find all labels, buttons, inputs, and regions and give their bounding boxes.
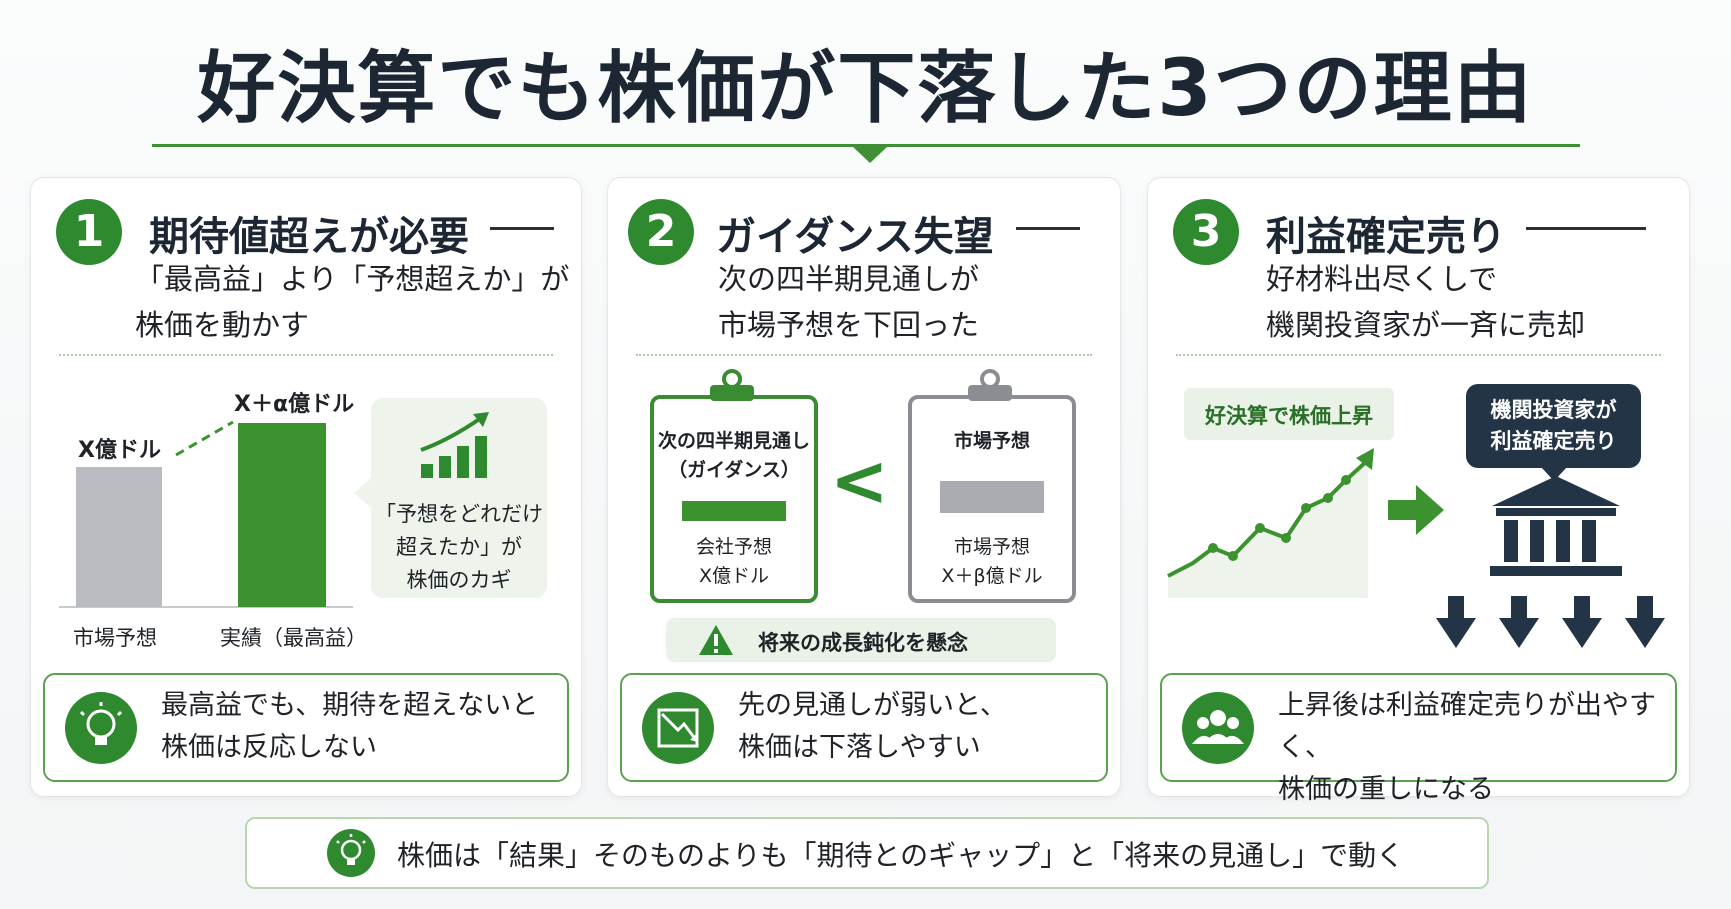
bar-actual-result: [238, 423, 326, 607]
selling-arrows: [1436, 596, 1665, 648]
callout-line-1: 「予想をどれだけ: [375, 502, 543, 526]
down-arrow-icon: [1499, 596, 1539, 648]
people-icon: [1182, 692, 1254, 764]
card-subtitle-1-line-2: 株価を動かす: [135, 308, 310, 342]
rise-label: 好決算で株価上昇: [1205, 404, 1373, 428]
title-dash-2: [1016, 227, 1080, 230]
bar-value-label-2: X＋α億ドル: [234, 392, 355, 417]
institution-label-box: 機関投資家が 利益確定売り: [1466, 384, 1641, 481]
summary-box-1: 最高益でも、期待を超えないと 株価は反応しない: [43, 673, 569, 782]
callout-pointer: [354, 478, 371, 508]
card-number-1: 1: [56, 199, 122, 265]
summary-2-line-2: 株価は下落しやすい: [738, 732, 981, 763]
clipboard-clip-icon: [968, 369, 1012, 401]
guidance-header-line-1: 次の四半期見通し: [657, 430, 810, 452]
bar-category-label-2: 実績（最高益）: [220, 626, 367, 650]
title-divider-notch: [852, 146, 888, 163]
institution-label-pointer: [1541, 467, 1567, 481]
rise-label-box: 好決算で株価上昇: [1184, 388, 1394, 440]
summary-box-2: 先の見通しが弱いと、 株価は下落しやすい: [620, 673, 1108, 782]
less-than-symbol: <: [830, 440, 889, 522]
card-title-2: ガイダンス失望: [716, 214, 994, 260]
reason-card-1: 1 期待値超えが必要 「最高益」より「予想超えか」が 株価を動かす X億ドル X…: [30, 177, 582, 797]
card-number-2: 2: [628, 199, 694, 265]
card-subtitle-2: 次の四半期見通しが 市場予想を下回った: [718, 256, 979, 348]
market-forecast-body: 市場予想 X＋β億ドル: [912, 533, 1072, 591]
bar-value-label-1: X億ドル: [78, 438, 161, 463]
expectation-bar-chart: [59, 420, 353, 608]
right-arrow-icon: [1388, 485, 1444, 535]
conclusion-text: 株価は「結果」そのものよりも「期待とのギャップ」と「将来の見通し」で動く: [397, 839, 1405, 872]
separator-1: [59, 354, 553, 356]
warning-text: 将来の成長鈍化を懸念: [758, 631, 968, 655]
lightbulb-icon: [65, 692, 137, 764]
clipboard-clip-icon: [710, 369, 754, 401]
separator-2: [636, 354, 1092, 356]
summary-text-3: 上昇後は利益確定売りが出やすく、 株価の重しになる: [1278, 685, 1675, 811]
title-dash-3: [1526, 227, 1646, 230]
summary-text-2: 先の見通しが弱いと、 株価は下落しやすい: [738, 685, 1007, 769]
institution-label-line-1: 機関投資家が: [1490, 398, 1617, 422]
guidance-header-line-2: （ガイダンス）: [668, 459, 800, 481]
page-title: 好決算でも株価が下落した3つの理由: [197, 44, 1534, 134]
card-title-3: 利益確定売り: [1266, 214, 1506, 260]
summary-1-line-1: 最高益でも、期待を超えないと: [161, 690, 539, 721]
market-forecast-header: 市場予想: [912, 427, 1072, 456]
card-subtitle-2-line-1: 次の四半期見通しが: [718, 262, 980, 296]
market-forecast-header-line-1: 市場予想: [953, 430, 1030, 452]
summary-3-line-2: 株価の重しになる: [1278, 774, 1494, 805]
market-forecast-body-line-2: X＋β億ドル: [941, 565, 1043, 587]
summary-2-line-1: 先の見通しが弱いと、: [738, 690, 1007, 721]
stock-rise-line-chart: [1167, 448, 1374, 598]
card-number-3: 3: [1173, 199, 1239, 265]
lightbulb-icon: [327, 829, 375, 877]
callout-line-2: 超えたか」が: [396, 535, 522, 559]
bar-market-forecast: [76, 467, 162, 607]
institution-label-line-2: 利益確定売り: [1490, 429, 1617, 453]
separator-3: [1176, 354, 1661, 356]
market-forecast-body-line-1: 市場予想: [953, 536, 1030, 558]
institution-label: 機関投資家が 利益確定売り: [1466, 395, 1641, 457]
guidance-bar: [682, 501, 786, 521]
card-subtitle-3-line-2: 機関投資家が一斉に売却: [1266, 308, 1586, 342]
down-arrow-icon: [1625, 596, 1665, 648]
rising-bars-icon: [420, 412, 489, 478]
summary-text-1: 最高益でも、期待を超えないと 株価は反応しない: [161, 685, 538, 769]
reason-card-3: 3 利益確定売り 好材料出尽くしで 機関投資家が一斉に売却 好決算で株価上昇 機…: [1147, 177, 1690, 805]
bank-icon: [1490, 476, 1622, 576]
down-arrow-icon: [1562, 596, 1602, 648]
card-subtitle-3: 好材料出尽くしで 機関投資家が一斉に売却: [1266, 256, 1585, 348]
key-point-callout: 「予想をどれだけ 超えたか」が 株価のカギ: [354, 398, 547, 598]
guidance-header: 次の四半期見通し （ガイダンス）: [654, 427, 814, 485]
bar-category-label-1: 市場予想: [73, 626, 157, 650]
card-subtitle-3-line-1: 好材料出尽くしで: [1266, 262, 1498, 296]
card-title-1: 期待値超えが必要: [149, 214, 469, 260]
summary-3-line-1: 上昇後は利益確定売りが出やすく、: [1278, 690, 1656, 763]
guidance-body-line-2: X億ドル: [698, 565, 770, 587]
declining-chart-icon: [642, 692, 714, 764]
conclusion-banner: 株価は「結果」そのものよりも「期待とのギャップ」と「将来の見通し」で動く: [245, 817, 1489, 889]
guidance-body-line-1: 会社予想: [695, 536, 772, 558]
summary-box-3: 上昇後は利益確定売りが出やすく、 株価の重しになる: [1160, 673, 1677, 805]
callout-text: 「予想をどれだけ 超えたか」が 株価のカギ: [371, 498, 547, 597]
guidance-body: 会社予想 X億ドル: [654, 533, 814, 591]
down-arrow-icon: [1436, 596, 1476, 648]
card-subtitle-2-line-2: 市場予想を下回った: [718, 308, 980, 342]
market-forecast-bar: [940, 481, 1044, 513]
title-dash-1: [490, 227, 554, 230]
card-subtitle-1: 「最高益」より「予想超えか」が 株価を動かす: [135, 256, 569, 348]
warning-icon: [699, 625, 733, 655]
summary-1-line-2: 株価は反応しない: [161, 732, 377, 763]
warning-banner: 将来の成長鈍化を懸念: [666, 618, 1056, 662]
reason-card-2: 2 ガイダンス失望 次の四半期見通しが 市場予想を下回った 次の四半期見通し （…: [607, 177, 1121, 797]
guidance-clipboard: 次の四半期見通し （ガイダンス） 会社予想 X億ドル: [650, 369, 818, 603]
card-subtitle-1-line-1: 「最高益」より「予想超えか」が: [135, 262, 570, 296]
increase-dashed-line: [175, 420, 234, 457]
callout-line-3: 株価のカギ: [406, 568, 512, 592]
title-divider: [152, 144, 1580, 147]
market-forecast-clipboard: 市場予想 市場予想 X＋β億ドル: [908, 369, 1076, 603]
